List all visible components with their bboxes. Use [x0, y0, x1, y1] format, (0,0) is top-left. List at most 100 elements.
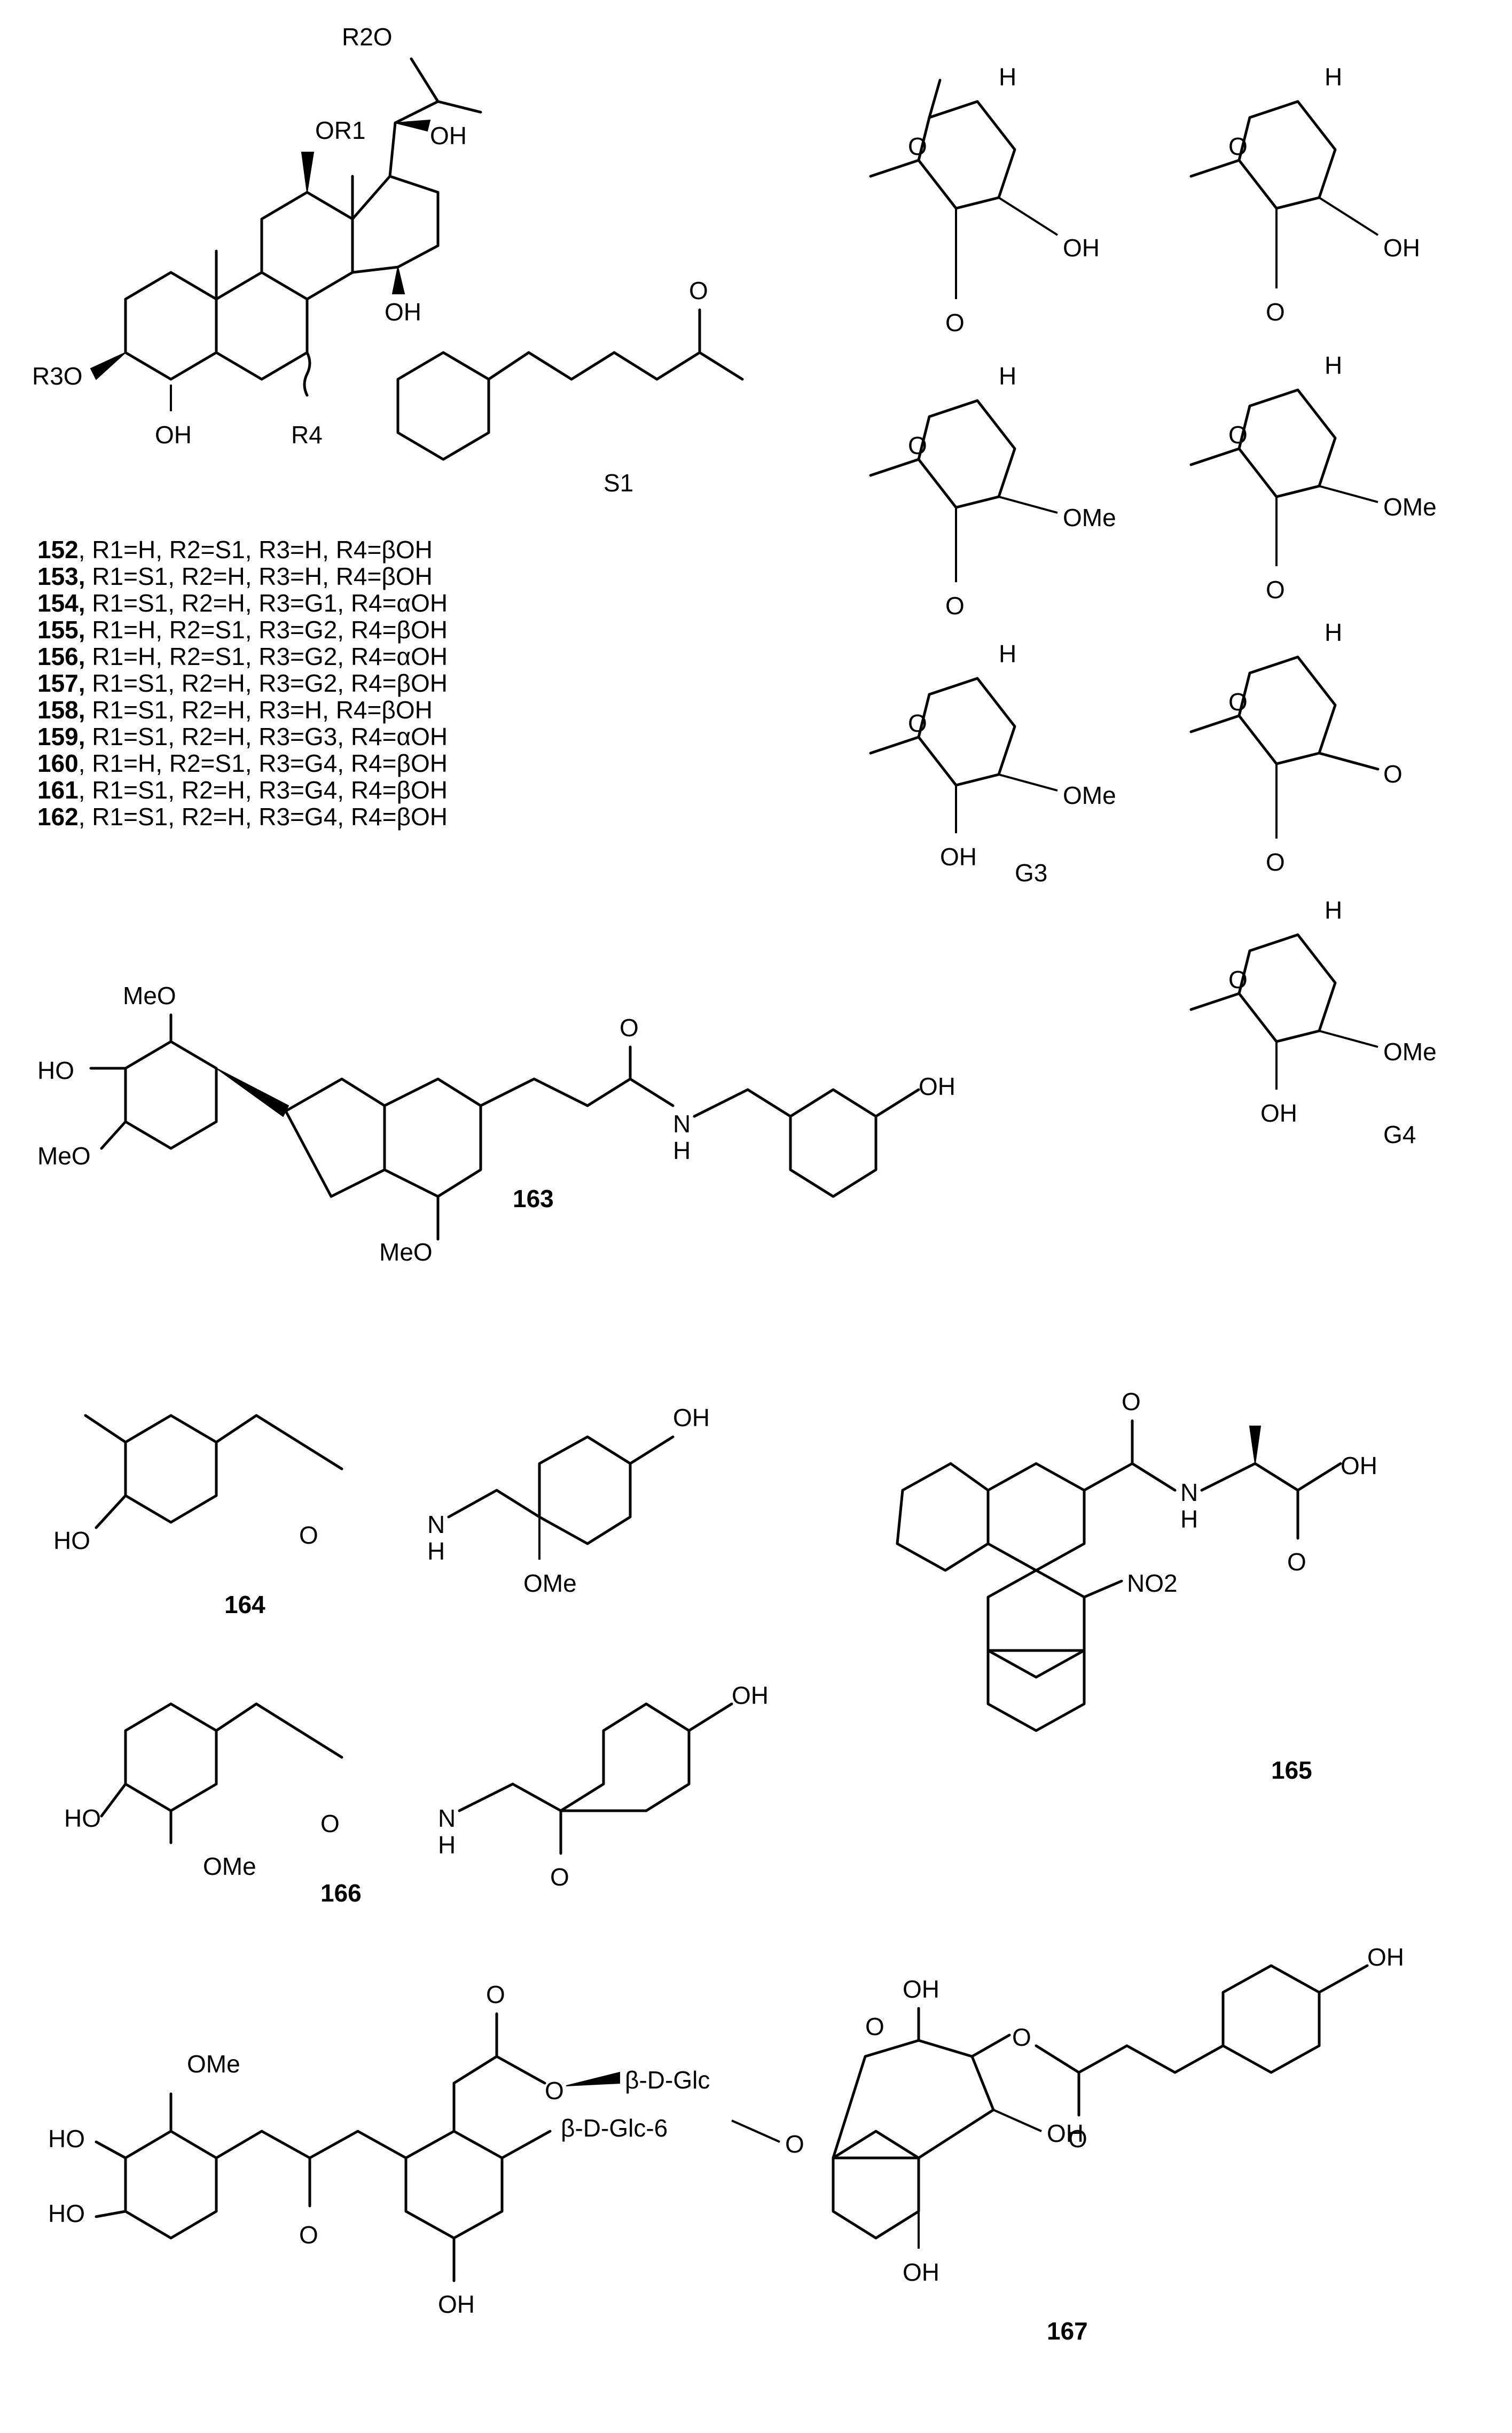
o-label: O — [1287, 1548, 1306, 1576]
g4-label: G4 — [1383, 1121, 1416, 1148]
oh-label: OH — [430, 122, 467, 150]
oh-label: OH — [919, 1073, 955, 1100]
g3-label: G3 — [1015, 859, 1047, 887]
compound-163-structure: MeO HO MeO MeO O N H OH 163 — [37, 982, 955, 1266]
s1-structure: O S1 — [396, 277, 744, 497]
o-label: O — [908, 432, 927, 459]
ome-label: OMe — [1383, 1038, 1437, 1066]
o-label: O — [320, 1810, 340, 1837]
h-label: H — [999, 640, 1016, 668]
meo-label: MeO — [379, 1238, 433, 1266]
ho-label: HO — [37, 1057, 74, 1084]
o-label: O — [865, 2013, 884, 2040]
r4-label: R4 — [291, 421, 323, 449]
o-label: O — [1266, 576, 1285, 604]
o-label: O — [1228, 688, 1248, 716]
o-label: O — [1228, 421, 1248, 449]
compound-list: 152, R1=H, R2=S1, R3=H, R4=βOH 153, R1=S… — [37, 536, 448, 831]
o-label: O — [908, 709, 927, 737]
compound-156: 156, R1=H, R2=S1, R3=G2, R4=αOH — [37, 643, 448, 670]
o-label: O — [945, 309, 965, 337]
oh-label: OH — [155, 421, 192, 449]
oh-label: OH — [732, 1681, 769, 1709]
o-label: O — [299, 2221, 318, 2249]
o-label: O — [486, 1981, 505, 2008]
oh-label: OH — [1341, 1452, 1377, 1480]
compound-157: 157, R1=S1, R2=H, R3=G2, R4=βOH — [37, 669, 448, 697]
nh-h-label: H — [438, 1831, 456, 1859]
no2-label: NO2 — [1127, 1569, 1178, 1597]
ome-label: OMe — [1063, 781, 1116, 809]
oh-label: OH — [903, 2258, 939, 2286]
o-label: O — [1383, 760, 1403, 788]
compound-164-structure: HO O N H OMe OH 164 — [53, 1404, 710, 1618]
ho-label: HO — [48, 2200, 85, 2227]
g3-structure: O H OH O O H OMe O O H OMe OH G3 — [869, 63, 1116, 887]
label-164: 164 — [224, 1591, 265, 1618]
ome-label: OMe — [187, 2050, 240, 2078]
oh-label: OH — [1047, 2119, 1084, 2147]
compound-159: 159, R1=S1, R2=H, R3=G3, R4=αOH — [37, 723, 448, 750]
nh-h-label: H — [427, 1537, 445, 1565]
nh-label: N — [438, 1804, 456, 1832]
r3o-label: R3O — [32, 362, 83, 390]
compound-166-structure: HO OMe O N H O OH 166 — [64, 1681, 769, 1907]
o-label: O — [550, 1863, 569, 1891]
o-label: O — [1228, 132, 1248, 160]
compound-165-structure: O N H OH O NO2 165 — [896, 1388, 1377, 1784]
nh-label: N — [673, 1110, 691, 1138]
label-166: 166 — [320, 1879, 362, 1907]
h-label: H — [1325, 619, 1342, 646]
o-label: O — [945, 592, 965, 620]
or1-label: OR1 — [315, 116, 366, 144]
meo-label: MeO — [37, 1142, 91, 1170]
bdglc-label: β-D-Glc — [625, 2066, 710, 2094]
oh-label: OH — [903, 1975, 939, 2003]
ho-label: HO — [53, 1527, 90, 1554]
o-label: O — [620, 1014, 639, 1042]
oh-label: OH — [1260, 1099, 1297, 1127]
o-label: O — [299, 1521, 318, 1549]
ho-label: HO — [48, 2125, 85, 2153]
o-label: O — [1266, 298, 1285, 326]
o-label: O — [1266, 848, 1285, 876]
label-165: 165 — [1271, 1756, 1312, 1784]
oh-label: OH — [673, 1404, 710, 1431]
ome-label: OMe — [1383, 493, 1437, 521]
compound-155: 155, R1=H, R2=S1, R3=G2, R4=βOH — [37, 616, 448, 644]
h-label: H — [999, 362, 1016, 390]
nh-h-label: H — [673, 1137, 691, 1164]
o-label: O — [689, 277, 708, 304]
compound-160: 160, R1=H, R2=S1, R3=G4, R4=βOH — [37, 749, 448, 777]
compound-152: 152, R1=H, R2=S1, R3=H, R4=βOH — [37, 536, 433, 564]
oh-label: OH — [438, 2290, 475, 2318]
r2o-label: R2O — [342, 23, 393, 51]
o-label: O — [785, 2130, 804, 2158]
steroid-core-structure: OR1 R2O OH OH R3O OH R4 — [32, 23, 482, 449]
oh-label: OH — [1383, 234, 1420, 262]
compound-153: 153, R1=S1, R2=H, R3=H, R4=βOH — [37, 562, 433, 590]
g4-structure: O H OH O O H OMe O O H O O O H OMe OH G4 — [1189, 63, 1437, 1148]
compound-158: 158, R1=S1, R2=H, R3=H, R4=βOH — [37, 696, 433, 724]
compound-161: 161, R1=S1, R2=H, R3=G4, R4=βOH — [37, 776, 448, 804]
compound-154: 154, R1=S1, R2=H, R3=G1, R4=αOH — [37, 589, 448, 617]
o-label: O — [545, 2077, 564, 2105]
label-167: 167 — [1047, 2317, 1088, 2345]
ome-label: OMe — [523, 1569, 577, 1597]
h-label: H — [999, 63, 1016, 91]
compound-167-structure: OMe HO HO O OH O O β-D-Glc β-D-Glc-6 O O… — [48, 1943, 1404, 2345]
compound-162: 162, R1=S1, R2=H, R3=G4, R4=βOH — [37, 803, 448, 831]
oh-label: OH — [1367, 1943, 1404, 1971]
ome-label: MeO — [123, 982, 176, 1010]
h-label: H — [1325, 351, 1342, 379]
o-label: O — [1122, 1388, 1141, 1415]
o-label: O — [1068, 2125, 1087, 2153]
s1-label: S1 — [604, 469, 633, 497]
o-label: O — [1012, 2023, 1031, 2051]
oh-label: OH — [385, 298, 421, 326]
nh-h-label: H — [1180, 1505, 1198, 1533]
h-label: H — [1325, 63, 1342, 91]
o-label: O — [908, 132, 927, 160]
label-163: 163 — [513, 1185, 554, 1212]
